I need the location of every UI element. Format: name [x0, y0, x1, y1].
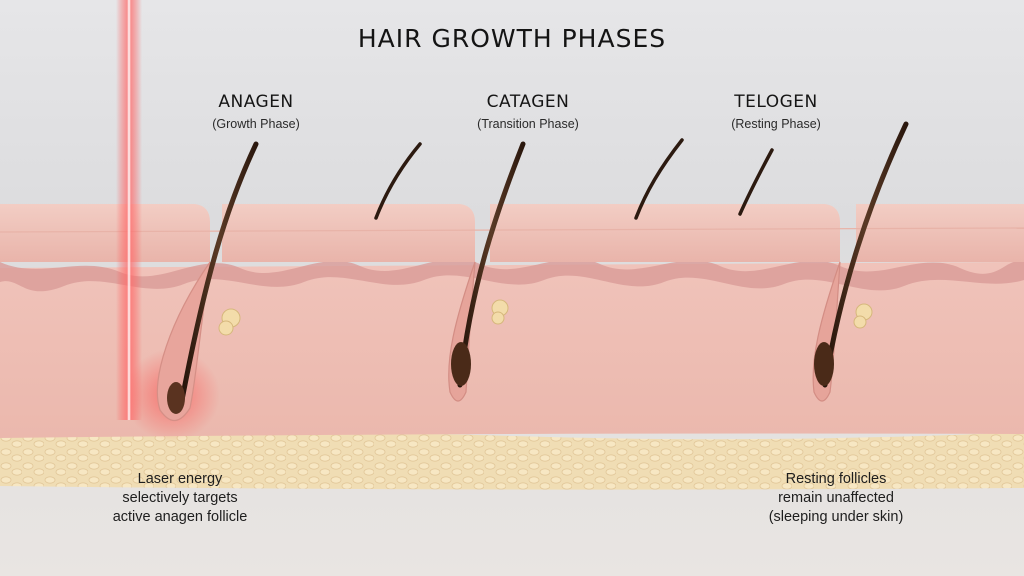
note-line: active anagen follicle — [112, 509, 248, 525]
phase-subtitle: (Growth Phase) — [212, 117, 300, 131]
diagram-title: HAIR GROWTH PHASES — [357, 24, 667, 53]
telogen-follicle — [812, 121, 909, 402]
dermis-layer — [0, 262, 1024, 438]
surface-hairs — [374, 138, 774, 220]
phase-name: ANAGEN — [218, 92, 294, 112]
phase-subtitle: (Transition Phase) — [477, 117, 579, 131]
phase-name: CATAGEN — [486, 92, 570, 112]
phase-subtitle: (Resting Phase) — [731, 117, 821, 131]
basal-layer — [0, 258, 1024, 292]
note-line: Laser energy — [137, 471, 223, 487]
epidermis-layer — [0, 204, 1024, 262]
phase-anagen: ANAGEN (Growth Phase) — [146, 92, 366, 131]
note-line: selectively targets — [122, 490, 238, 506]
fat-layer — [0, 432, 1024, 490]
phase-telogen: TELOGEN (Resting Phase) — [666, 92, 886, 131]
phase-catagen: CATAGEN (Transition Phase) — [418, 92, 638, 131]
anagen-follicle — [124, 141, 259, 441]
catagen-follicle — [448, 141, 526, 402]
resting-note: Resting follicles remain unaffected (sle… — [706, 470, 966, 527]
laser-beam — [116, 0, 142, 420]
phase-name: TELOGEN — [734, 92, 818, 112]
laser-note: Laser energy selectively targets active … — [50, 470, 310, 527]
note-line: Resting follicles — [785, 471, 887, 487]
note-line: (sleeping under skin) — [768, 509, 904, 525]
note-line: remain unaffected — [778, 490, 894, 506]
